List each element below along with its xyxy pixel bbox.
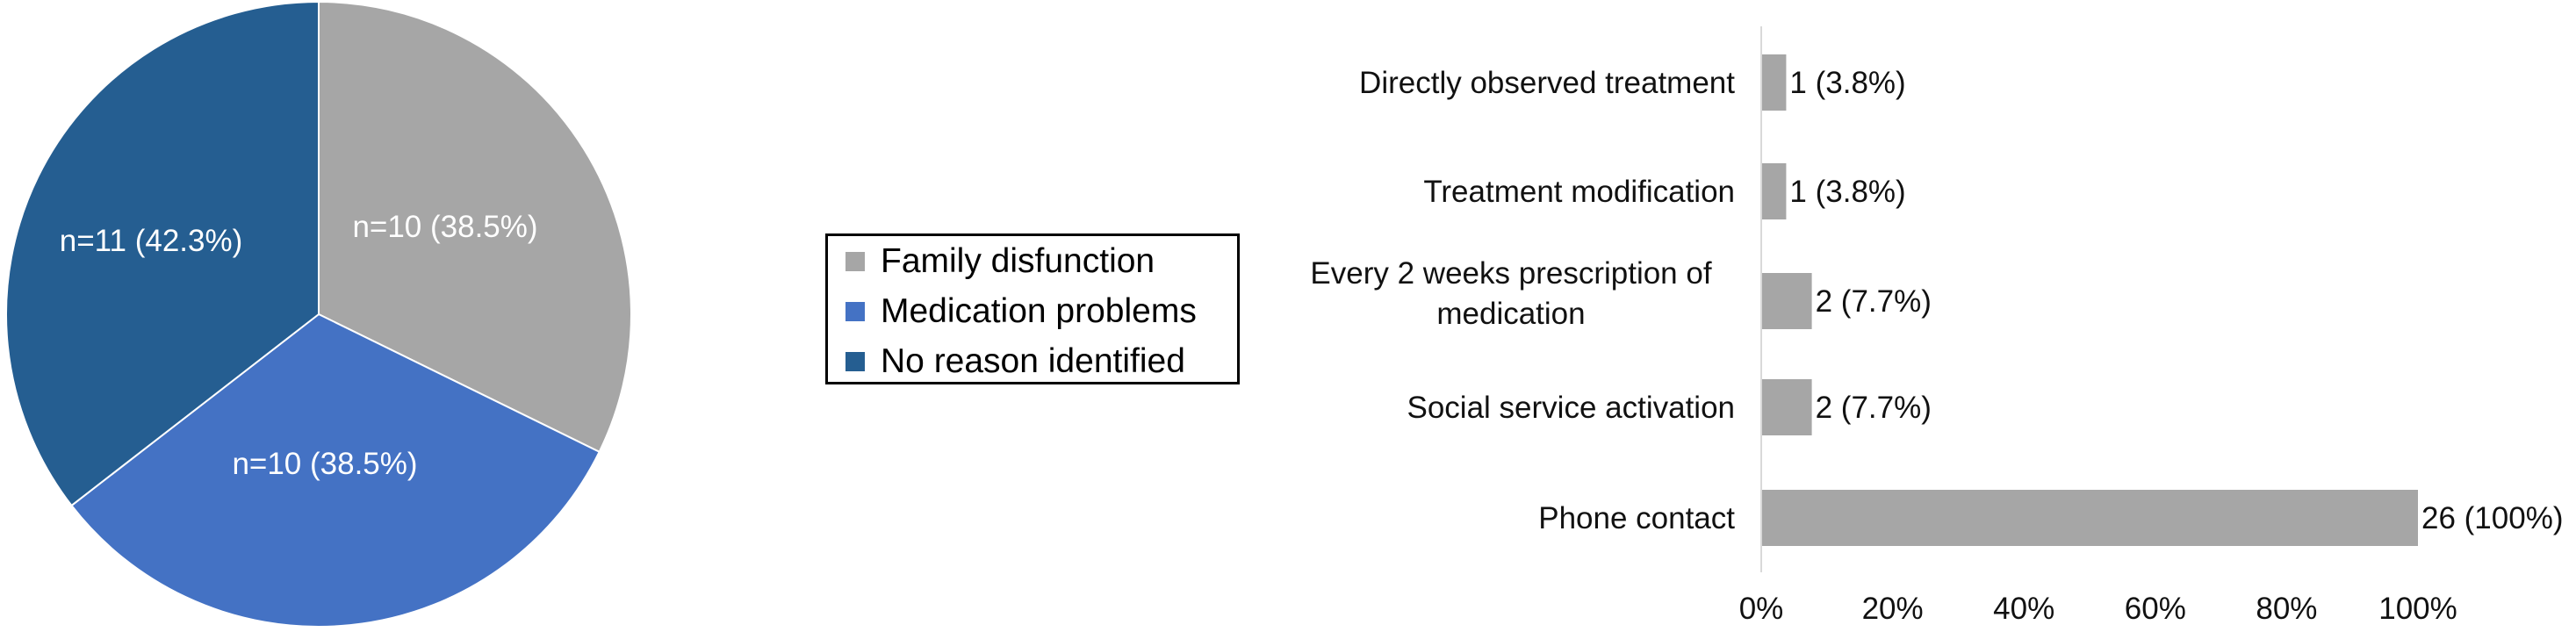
legend-swatch	[845, 352, 865, 371]
x-tick-label: 0%	[1739, 592, 1784, 626]
legend-item-no-reason-identified: No reason identified	[845, 341, 1185, 382]
pie-slice-label: n=10 (38.5%)	[232, 447, 417, 481]
legend-item-medication-problems: Medication problems	[845, 291, 1197, 332]
legend-label: Family disfunction	[881, 242, 1155, 280]
pie-slice-label: n=10 (38.5%)	[352, 210, 537, 244]
legend-swatch	[845, 302, 865, 321]
x-tick-label: 100%	[2378, 592, 2457, 626]
pie-slice-no-reason-identified	[5, 0, 320, 507]
bar	[1762, 163, 1787, 219]
legend-label: No reason identified	[881, 342, 1185, 380]
x-tick-label: 40%	[1993, 592, 2054, 626]
pie-legend: Family disfunction Medication problems N…	[825, 233, 1240, 384]
pie-chart: n=10 (38.5%) n=10 (38.5%) n=11 (42.3%)	[5, 0, 632, 628]
x-tick-label: 60%	[2125, 592, 2186, 626]
bar	[1762, 490, 2418, 546]
legend-swatch	[845, 252, 865, 271]
bar-category-label: Social service activation	[1407, 391, 1736, 425]
bar-category-label: Treatment modification	[1423, 175, 1735, 209]
bar-data-label: 1 (3.8%)	[1789, 66, 1905, 100]
pie-slice-medication-problems	[70, 312, 601, 628]
bar-category-label: Phone contact	[1538, 501, 1735, 535]
bar-data-label: 26 (100%)	[2421, 501, 2563, 535]
bar	[1762, 273, 1812, 329]
legend-label: Medication problems	[881, 292, 1197, 330]
bar-data-label: 2 (7.7%)	[1816, 391, 1932, 425]
legend-item-family-disfunction: Family disfunction	[845, 241, 1155, 282]
x-tick-label: 20%	[1862, 592, 1924, 626]
pie-slice-label: n=11 (42.3%)	[60, 224, 243, 258]
x-tick-label: 80%	[2256, 592, 2317, 626]
bar-data-label: 1 (3.8%)	[1789, 175, 1905, 209]
bar	[1762, 379, 1812, 435]
bar-category-label: Directly observed treatment	[1359, 66, 1735, 100]
bar	[1762, 54, 1787, 111]
bar-data-label: 2 (7.7%)	[1816, 284, 1932, 319]
pie-slice-family-disfunction	[318, 0, 632, 454]
